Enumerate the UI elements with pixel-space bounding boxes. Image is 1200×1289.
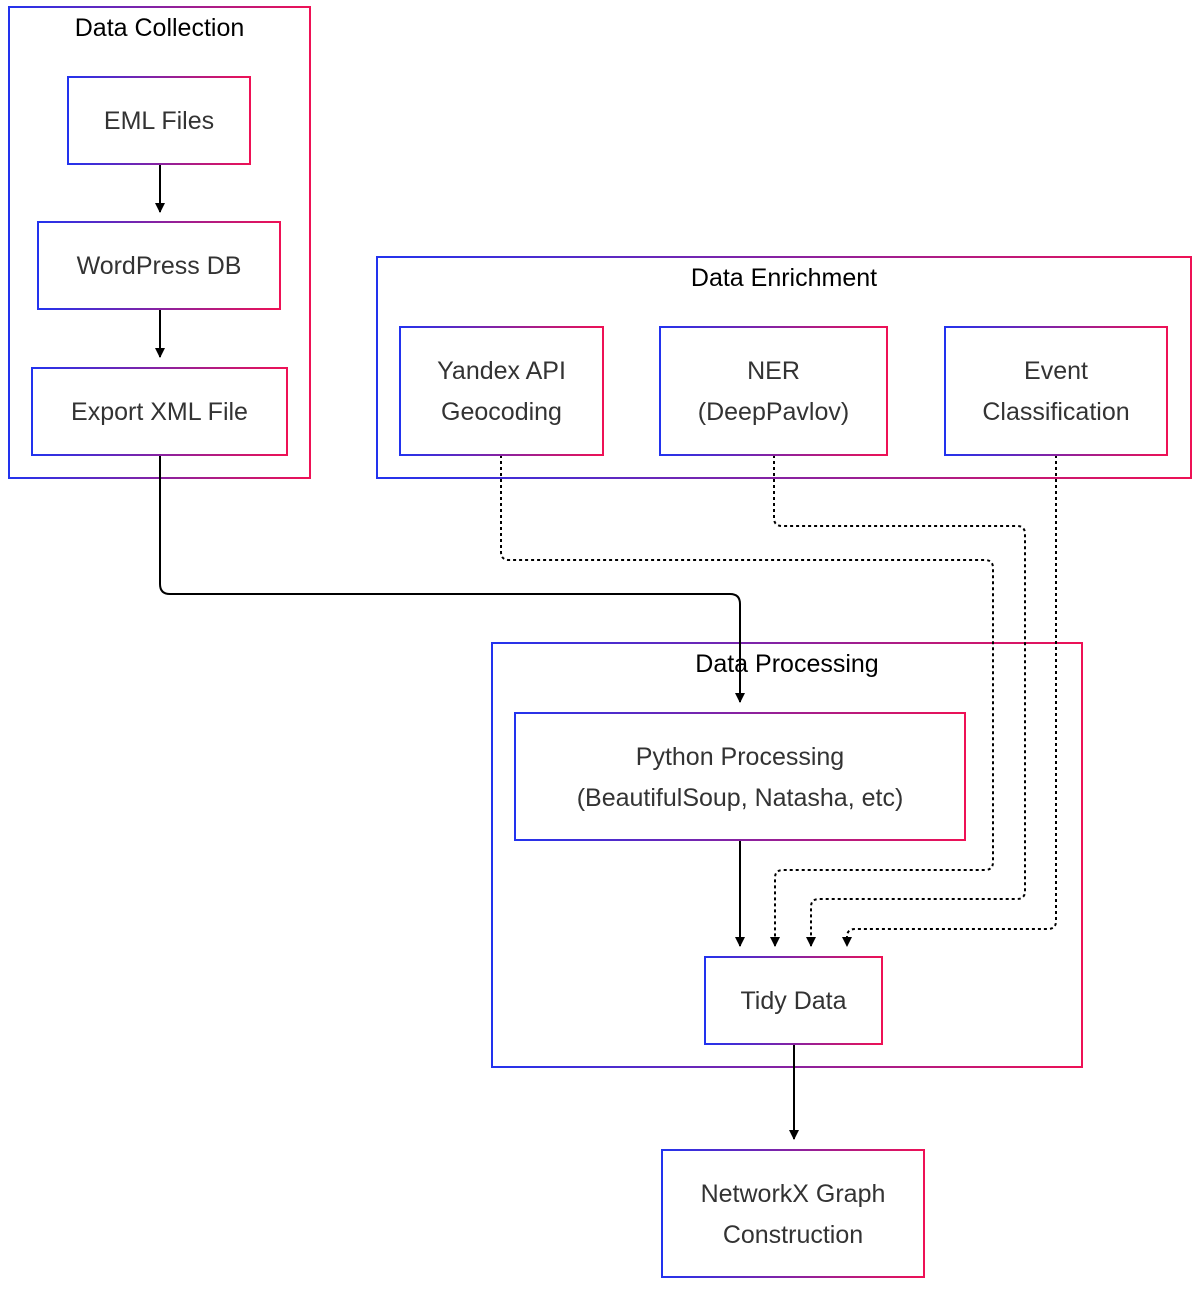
node-wordpress-db-box (37, 221, 281, 310)
node-tidy-data-label: Tidy Data (740, 987, 846, 1015)
node-eml-files: EML Files (67, 76, 251, 165)
cluster-data-processing-label: Data Processing (695, 650, 878, 678)
node-python-processing-label-line1: Python Processing (636, 743, 844, 771)
node-yandex-api-box (399, 326, 604, 456)
node-wordpress-db: WordPress DB (37, 221, 281, 310)
node-networkx-graph-label-line2: Construction (723, 1221, 863, 1249)
edge-export-to-python (159, 455, 745, 703)
node-event-classification: Event Classification (944, 326, 1168, 456)
node-ner: NER (DeepPavlov) (659, 326, 888, 456)
node-tidy-data-box (704, 956, 883, 1045)
edges (155, 164, 1057, 1140)
node-python-processing-box (514, 712, 966, 841)
node-export-xml-file-label: Export XML File (71, 398, 248, 426)
node-yandex-api-label-line1: Yandex API (437, 357, 566, 385)
edge-event-to-tidy (842, 455, 1057, 947)
node-event-classification-label-line1: Event (1024, 357, 1088, 385)
node-yandex-api: Yandex API Geocoding (399, 326, 604, 456)
node-ner-box (659, 326, 888, 456)
node-event-classification-box (944, 326, 1168, 456)
node-export-xml-file: Export XML File (31, 367, 288, 456)
node-export-xml-file-box (31, 367, 288, 456)
node-event-classification-label-line2: Classification (982, 398, 1129, 426)
node-eml-files-label: EML Files (104, 107, 214, 135)
node-eml-files-box (67, 76, 251, 165)
node-wordpress-db-label: WordPress DB (77, 252, 242, 280)
edge-ner-to-tidy (773, 455, 1026, 947)
cluster-data-collection-label: Data Collection (75, 14, 245, 42)
edge-yandex-to-tidy (500, 455, 994, 947)
node-networkx-graph-box (661, 1149, 925, 1278)
node-yandex-api-label-line2: Geocoding (441, 398, 562, 426)
node-ner-label-line1: NER (747, 357, 800, 385)
cluster-data-enrichment-label: Data Enrichment (691, 264, 877, 292)
node-python-processing: Python Processing (BeautifulSoup, Natash… (514, 712, 966, 841)
node-ner-label-line2: (DeepPavlov) (698, 398, 849, 426)
node-python-processing-label-line2: (BeautifulSoup, Natasha, etc) (577, 784, 904, 812)
node-networkx-graph: NetworkX Graph Construction (661, 1149, 925, 1278)
node-networkx-graph-label-line1: NetworkX Graph (701, 1180, 886, 1208)
node-tidy-data: Tidy Data (704, 956, 883, 1045)
